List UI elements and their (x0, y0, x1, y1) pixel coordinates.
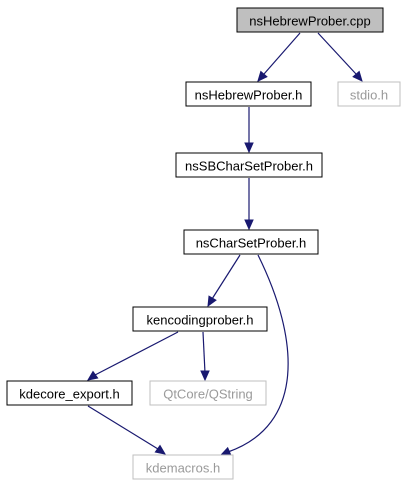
edge-kencoding-to-qstring (200, 331, 210, 382)
nodes-layer: nsHebrewProber.cpp nsHebrewProber.h stdio.… (6, 7, 401, 480)
node-hebrew_h[interactable]: nsHebrewProber.h (185, 81, 312, 107)
edge-kdecore-to-kdemacros (87, 405, 167, 455)
node-label: nsHebrewProber.h (195, 88, 303, 103)
node-box[interactable] (132, 454, 234, 480)
node-kdemacros[interactable]: kdemacros.h (132, 454, 234, 480)
edge-line (202, 331, 206, 374)
node-label: stdio.h (350, 88, 388, 103)
node-box[interactable] (337, 81, 401, 107)
node-label: kencodingprober.h (147, 313, 254, 328)
node-charset[interactable]: nsCharSetProber.h (183, 229, 319, 255)
edge-arrowhead (352, 70, 363, 82)
edge-arrowhead (219, 446, 232, 456)
node-kencoding[interactable]: kencodingprober.h (132, 306, 268, 332)
node-root[interactable]: nsHebrewProber.cpp (236, 7, 384, 33)
node-label: nsCharSetProber.h (196, 236, 307, 251)
node-label: nsHebrewProber.cpp (249, 14, 370, 29)
edge-charset-to-kencoding (207, 254, 241, 308)
node-box[interactable] (236, 7, 384, 33)
node-stdio[interactable]: stdio.h (337, 81, 401, 107)
node-label: kdemacros.h (146, 461, 220, 476)
node-qstring[interactable]: QtCore/QString (149, 380, 267, 406)
node-box[interactable] (149, 380, 267, 406)
edge-arrowhead (207, 295, 217, 308)
edge-arrowhead (154, 444, 167, 455)
edge-hebrew_h-to-sbcharset (244, 107, 254, 154)
node-box[interactable] (185, 81, 312, 107)
edge-sbcharset-to-charset (244, 178, 254, 231)
node-sbcharset[interactable]: nsSBCharSetProber.h (175, 152, 323, 178)
edge-arrowhead (257, 70, 268, 82)
edge-arrowhead (86, 370, 99, 381)
edge-kencoding-to-kdecore (86, 331, 179, 381)
edge-arrowhead (200, 370, 210, 382)
edge-line (94, 331, 179, 376)
edge-root-to-hebrew_h (257, 32, 301, 82)
node-kdecore[interactable]: kdecore_export.h (6, 380, 133, 406)
edges-layer (86, 32, 363, 456)
node-box[interactable] (132, 306, 268, 332)
edge-line (317, 32, 357, 75)
node-label: QtCore/QString (163, 387, 253, 402)
edge-line (87, 405, 159, 450)
node-box[interactable] (175, 152, 323, 178)
edge-line (227, 254, 289, 453)
edge-arrowhead (244, 142, 254, 154)
node-label: nsSBCharSetProber.h (185, 159, 313, 174)
node-box[interactable] (6, 380, 133, 406)
edge-arrowhead (244, 219, 254, 231)
edge-charset-to-kdemacros (219, 254, 289, 456)
node-label: kdecore_export.h (19, 387, 119, 402)
edge-line (211, 254, 241, 300)
edge-root-to-stdio (317, 32, 363, 82)
edge-line (263, 32, 301, 75)
node-box[interactable] (183, 229, 319, 255)
